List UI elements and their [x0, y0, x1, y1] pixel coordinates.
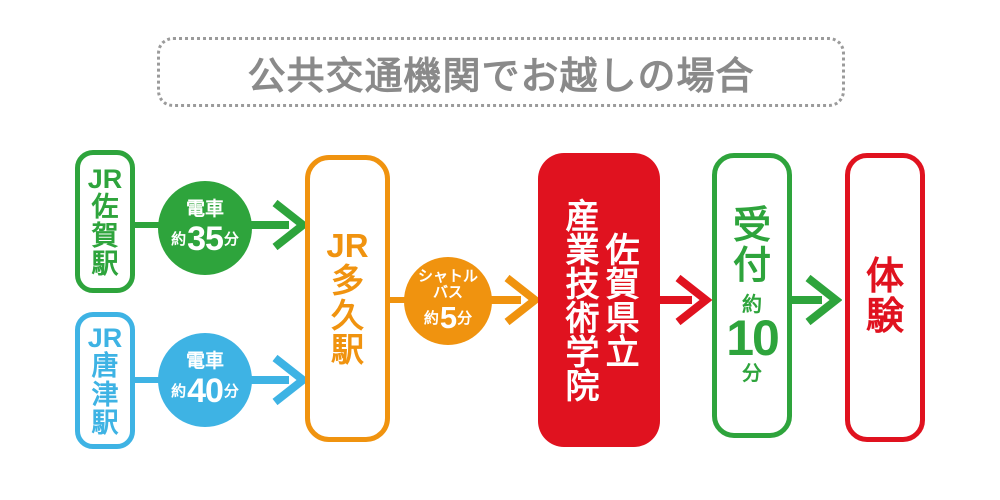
unit-label: 分 — [742, 363, 762, 386]
connector-saga-line — [130, 222, 166, 228]
station-label: JR佐賀駅 — [87, 163, 123, 279]
station-label: JR多久駅 — [326, 227, 369, 369]
title-banner: 公共交通機関でお越しの場合 — [157, 37, 845, 107]
step-label: 体験 — [865, 255, 904, 338]
step-label: 受付 — [732, 204, 771, 287]
destination-label: 佐賀県立 産業技術学院 — [560, 198, 639, 402]
station-label: JR唐津駅 — [87, 322, 123, 438]
station-box-jr-saga: JR佐賀駅 — [75, 150, 135, 293]
arrow-taku-to-academy-icon — [473, 274, 541, 326]
vehicle-label: シャトル バス — [417, 267, 478, 301]
arrow-karatsu-to-taku-icon — [241, 354, 309, 406]
connector-taku-line — [386, 297, 416, 303]
vehicle-label: 電車 — [185, 199, 224, 221]
approx-label: 約 — [742, 293, 762, 316]
station-box-jr-taku: JR多久駅 — [305, 155, 390, 442]
step-box-experience: 体験 — [845, 153, 925, 442]
arrow-reception-to-experience-icon — [788, 274, 842, 326]
station-box-jr-karatsu: JR唐津駅 — [75, 312, 135, 449]
connector-karatsu-line — [130, 377, 166, 383]
vehicle-label: 電車 — [185, 351, 224, 373]
arrow-saga-to-taku-icon — [241, 199, 309, 251]
step-box-reception: 受付 約 10 分 — [712, 153, 792, 438]
minutes-label: 10 — [726, 309, 780, 366]
destination-box-academy: 佐賀県立 産業技術学院 — [538, 153, 660, 447]
page-title: 公共交通機関でお越しの場合 — [247, 55, 755, 98]
